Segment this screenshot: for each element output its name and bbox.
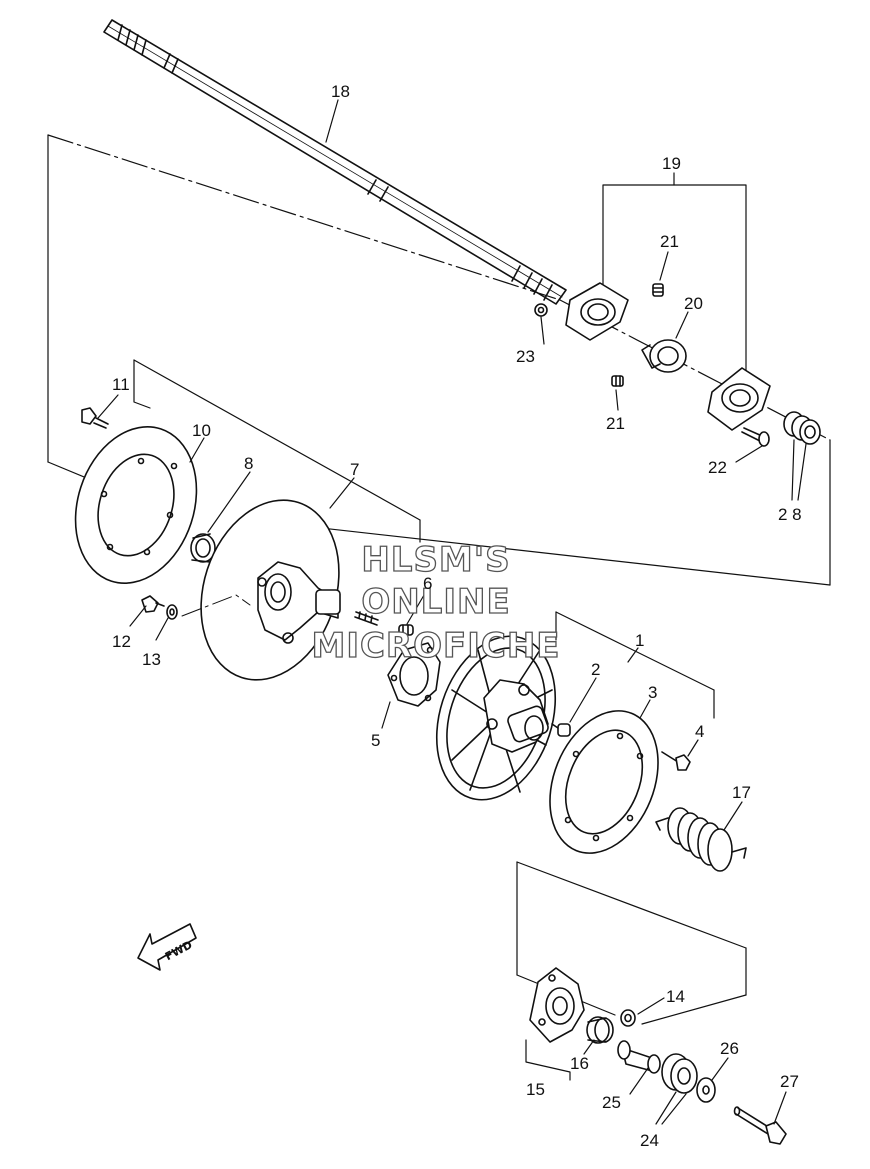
part-20-bearing [641, 339, 687, 373]
callout-13: 13 [142, 650, 161, 669]
callout-10: 10 [192, 421, 211, 440]
callout-23: 23 [516, 347, 535, 366]
callout-16: 16 [570, 1054, 589, 1073]
part-14-nut [620, 1009, 636, 1027]
part-24-rollers [661, 1053, 698, 1094]
part-3-plate [549, 710, 659, 854]
part-13-washer [166, 604, 178, 620]
part-4-bolt [661, 751, 691, 771]
part-16-bushing [586, 1016, 614, 1044]
watermark-line-2: ONLINE [361, 582, 510, 622]
part-19-flange-right [707, 367, 771, 431]
callout-15: 15 [526, 1080, 545, 1099]
callout-2: 2 [591, 660, 600, 679]
callout-1: 1 [635, 631, 644, 650]
callout-22: 22 [708, 458, 727, 477]
part-1-assembly-bracket [555, 611, 715, 719]
callout-28: 2 8 [778, 505, 802, 524]
part-6-screw [398, 624, 414, 636]
part-15-housing [529, 967, 585, 1043]
callout-6: 6 [423, 574, 432, 593]
callout-8: 8 [244, 454, 253, 473]
part-26-washer [696, 1077, 716, 1103]
part-7-sheave [200, 499, 341, 681]
callout-24: 24 [640, 1131, 659, 1150]
part-8-bushing [190, 533, 216, 563]
part-25-sleeve [617, 1040, 661, 1074]
callout-27: 27 [780, 1072, 799, 1091]
callout-4: 4 [695, 722, 704, 741]
callout-18: 18 [331, 82, 350, 101]
part-27-bolt [733, 1106, 787, 1145]
part-2-bolt [551, 723, 571, 737]
part-9-stud [354, 611, 379, 626]
part-10-plate [74, 426, 198, 584]
part-23-nut [534, 303, 548, 317]
part-21-set-screw-bottom [611, 375, 624, 387]
callout-21-bottom: 21 [606, 414, 625, 433]
part-21-set-screw-top [652, 283, 664, 297]
callout-12: 12 [112, 632, 131, 651]
callout-21-top: 21 [660, 232, 679, 251]
part-19-flange-left [565, 282, 629, 341]
part-17-spring [655, 807, 747, 872]
part-19-bearing-housing-bracket [602, 172, 747, 381]
callout-7: 7 [350, 460, 359, 479]
part-1-moveable-sheave [435, 635, 557, 801]
leader-lines [97, 99, 807, 1125]
fwd-arrow-icon [137, 923, 197, 971]
callout-11: 11 [112, 375, 130, 394]
part-11-bolt [81, 407, 109, 429]
callout-3: 3 [648, 683, 657, 702]
callout-14: 14 [666, 987, 685, 1006]
part-22-bolt [741, 427, 770, 447]
watermark-line-1: HLSM'S [361, 540, 510, 580]
callout-20: 20 [684, 294, 703, 313]
part-10-assembly-bracket [133, 359, 421, 543]
callout-26: 26 [720, 1039, 739, 1058]
part-5-gasket [387, 642, 441, 707]
callout-17: 17 [732, 783, 751, 802]
part-15-assembly-bracket [516, 861, 747, 1081]
part-12-bolt [141, 595, 165, 613]
watermark-line-3: MICROFICHE [311, 626, 560, 666]
callout-5: 5 [371, 731, 380, 750]
watermark: HLSM'S ONLINE MICROFICHE [311, 539, 560, 666]
callout-labels: 18 19 21 20 23 21 22 2 8 11 10 8 7 6 12 … [112, 82, 802, 1150]
callout-19: 19 [662, 154, 681, 173]
callout-25: 25 [602, 1093, 621, 1112]
part-18-shaft [103, 19, 567, 305]
part-28-spacers [783, 411, 821, 445]
